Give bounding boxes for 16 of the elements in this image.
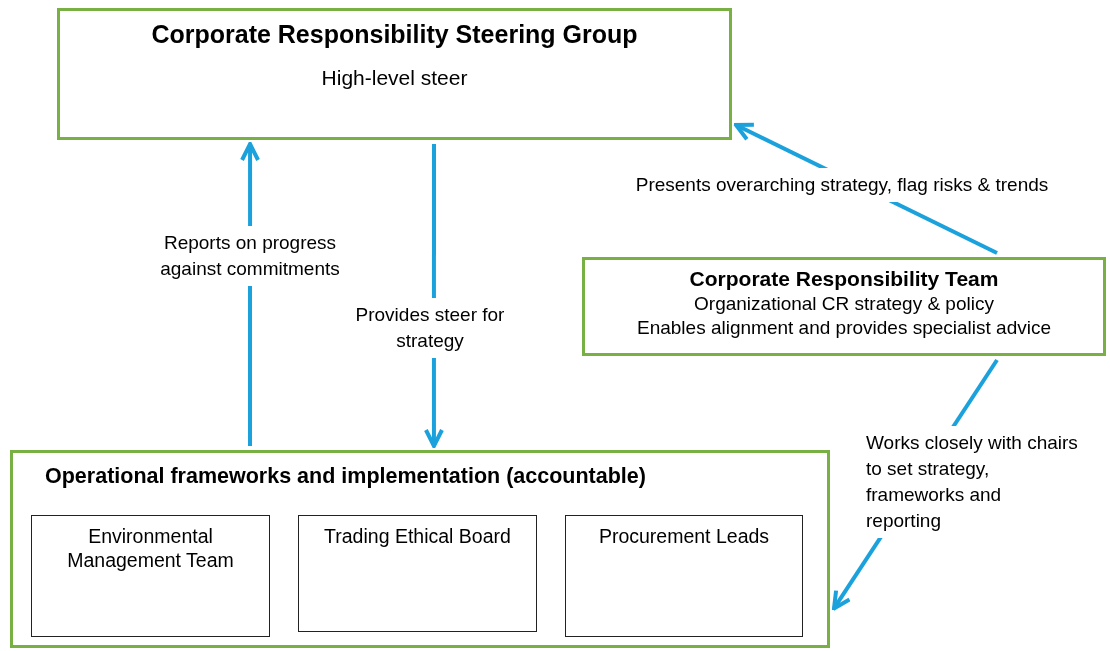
box-heading: Trading Ethical Board — [323, 524, 512, 549]
group-box — [582, 257, 1106, 356]
box-heading: Corporate Responsibility Team — [688, 266, 1000, 292]
edge-label: Works closely with chairs to set strategy, frameworks and reporting — [866, 426, 1078, 538]
box-heading: Operational frameworks and implementation (accountable) — [45, 463, 647, 490]
member-box — [565, 515, 803, 637]
member-box — [31, 515, 270, 637]
group-box — [10, 450, 830, 648]
group-box — [57, 8, 732, 140]
box-heading: Environmental Management Team — [66, 524, 235, 573]
box-heading: Procurement Leads — [597, 524, 771, 549]
box-text: High-level steer — [320, 65, 469, 92]
member-box — [298, 515, 537, 632]
box-text: Enables alignment and provides specialist advice — [636, 316, 1052, 340]
box-text: Organizational CR strategy & policy — [693, 292, 995, 316]
box-heading: Corporate Responsibility Steering Group — [150, 19, 639, 50]
